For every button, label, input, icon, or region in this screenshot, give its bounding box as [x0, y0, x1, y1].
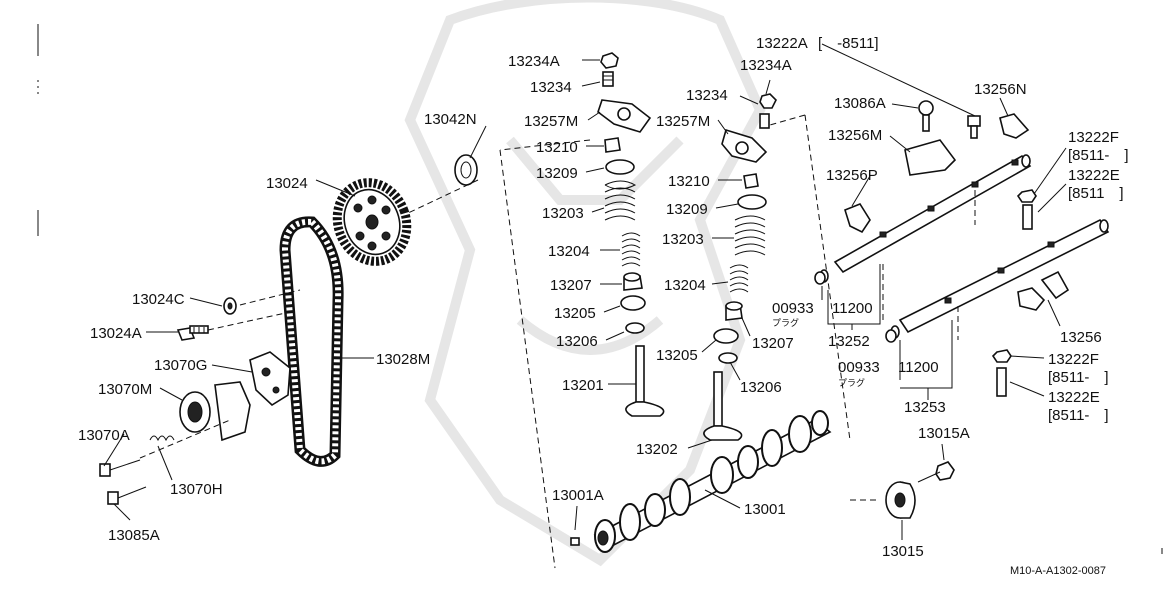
label-13256N: 13256N [974, 81, 1027, 98]
label-13234-right: 13234 [686, 87, 728, 104]
label-13234A-left: 13234A [508, 53, 560, 70]
label-13205-left: 13205 [554, 305, 596, 322]
label-13257M-left: 13257M [524, 113, 578, 130]
label-13209-left: 13209 [536, 165, 578, 182]
label-13024A: 13024A [90, 325, 142, 342]
label-13234-left: 13234 [530, 79, 572, 96]
label-13222E-upper-range: [8511 ] [1068, 185, 1124, 202]
part-labels: 13234A 13234 13257M 13210 13209 13203 13… [78, 35, 1129, 577]
rocker-arms-exhaust [844, 113, 1070, 311]
label-13001A: 13001A [552, 487, 604, 504]
timing-belt [279, 216, 344, 467]
label-13204-left: 13204 [548, 243, 590, 260]
label-13201: 13201 [562, 377, 604, 394]
timing-leader-lines [103, 125, 487, 521]
label-13085A: 13085A [108, 527, 160, 544]
label-13210-left: 13210 [536, 139, 578, 156]
sprocket-washer [223, 297, 237, 315]
label-13256M: 13256M [828, 127, 882, 144]
label-13222E-upper: 13222E [1068, 167, 1120, 184]
thrust-plate-bolt [850, 443, 955, 540]
label-13222F-lower-range: [8511- ] [1048, 369, 1109, 386]
label-13207-left: 13207 [550, 277, 592, 294]
label-13015A: 13015A [918, 425, 970, 442]
label-13222F-upper-range: [8511- ] [1068, 147, 1129, 164]
label-13222E-lower: 13222E [1048, 389, 1100, 406]
label-13222A-bracket: [ -8511] [818, 35, 879, 52]
label-13070M: 13070M [98, 381, 152, 398]
label-13234A-right: 13234A [740, 57, 792, 74]
valve-stack-left [597, 52, 665, 417]
tensioner-pulley [179, 381, 251, 442]
label-13206-left: 13206 [556, 333, 598, 350]
label-00933-lower: 00933 [838, 359, 880, 376]
label-13257M-right: 13257M [656, 113, 710, 130]
label-13203-right: 13203 [662, 231, 704, 248]
label-13222F-lower: 13222F [1048, 351, 1099, 368]
oil-seal [454, 154, 478, 186]
diagram-code: M10-A-A1302-0087 [1010, 565, 1106, 577]
label-00933-upper: 00933 [772, 300, 814, 317]
label-13205-right: 13205 [656, 347, 698, 364]
label-13204-right: 13204 [664, 277, 706, 294]
label-13070A: 13070A [78, 427, 130, 444]
tensioner-pivot-bolt [107, 486, 147, 505]
tensioner-spring [149, 435, 175, 442]
sprocket-bolt [176, 325, 209, 341]
rocker-shaft-lower [890, 218, 1110, 339]
watermark-emblem [404, 0, 766, 567]
label-13203-left: 13203 [542, 205, 584, 222]
label-13001: 13001 [744, 501, 786, 518]
rocker-shaft-upper [819, 154, 1032, 283]
label-13206-right: 13206 [740, 379, 782, 396]
camshaft-thrust-plate [885, 481, 916, 519]
label-13086A: 13086A [834, 95, 886, 112]
label-13070H: 13070H [170, 481, 223, 498]
label-13015: 13015 [882, 543, 924, 560]
label-13207-right: 13207 [752, 335, 794, 352]
label-plug-upper: プラグ [772, 317, 799, 329]
label-13210-right: 13210 [668, 173, 710, 190]
rocker-shaft-plugs [814, 271, 897, 343]
label-13024: 13024 [266, 175, 308, 192]
label-13070G: 13070G [154, 357, 207, 374]
label-11200-upper: 11200 [832, 300, 873, 317]
label-13256: 13256 [1060, 329, 1102, 346]
label-13222A: 13222A [756, 35, 808, 52]
camshaft [593, 410, 832, 553]
camshaft-sprocket [332, 178, 412, 266]
label-13024C: 13024C [132, 291, 185, 308]
rocker-bolts [918, 100, 1037, 397]
rocker-leader-lines [821, 97, 1067, 400]
label-13028M: 13028M [376, 351, 430, 368]
label-13202: 13202 [636, 441, 678, 458]
label-plug-lower: プラグ [838, 377, 865, 389]
label-11200-lower: 11200 [898, 359, 939, 376]
valve-leader-lines [581, 43, 976, 449]
camshaft-dowel-pin [570, 489, 741, 546]
label-13256P: 13256P [826, 167, 878, 184]
tensioner-bracket [249, 351, 291, 407]
label-13252: 13252 [828, 333, 870, 350]
label-13253: 13253 [904, 399, 946, 416]
label-13209-right: 13209 [666, 201, 708, 218]
label-13042N: 13042N [424, 111, 477, 128]
label-13222E-lower-range: [8511- ] [1048, 407, 1109, 424]
label-13222F-upper: 13222F [1068, 129, 1119, 146]
valve-stack-right [703, 93, 777, 441]
